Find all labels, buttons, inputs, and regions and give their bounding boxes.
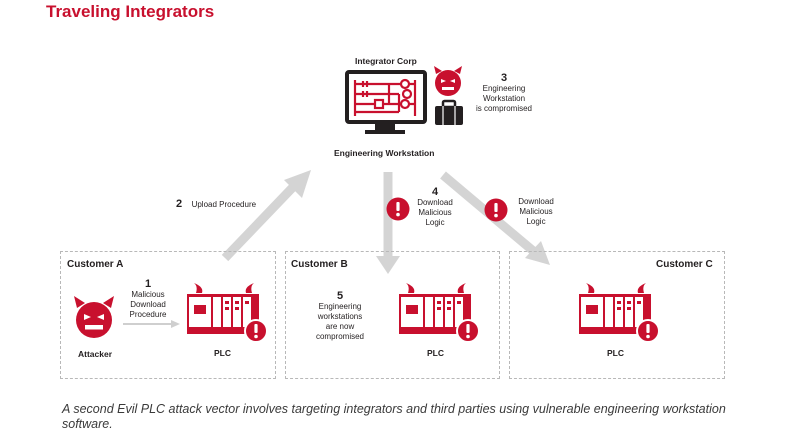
- step-1-line-2: Download: [130, 300, 166, 309]
- customer-a-title: Customer A: [67, 259, 124, 270]
- step-5-line-3: are now: [325, 322, 355, 331]
- step-5-line-2: workstations: [317, 312, 363, 321]
- caption: A second Evil PLC attack vector involves…: [62, 402, 726, 431]
- step-5-number: 5: [336, 290, 344, 302]
- plc-c-label: PLC: [607, 348, 624, 358]
- step-1-line-1: Malicious: [131, 290, 165, 299]
- step-3-line-2: Workstation: [482, 94, 526, 103]
- download-c-line-2: Malicious: [519, 207, 553, 216]
- step-2: 2 Upload Procedure: [176, 194, 256, 212]
- workstation-label: Engineering Workstation: [334, 148, 435, 158]
- plc-c: PLC: [578, 283, 660, 358]
- attacker-label: Attacker: [78, 349, 113, 359]
- step-3-line-1: Engineering: [482, 84, 526, 93]
- download-c-line-3: Logic: [526, 217, 546, 226]
- diagram-title: Traveling Integrators: [46, 2, 215, 21]
- upload-arrow: [221, 170, 311, 262]
- plc-b: PLC: [398, 283, 480, 358]
- step-2-number: 2: [176, 198, 183, 210]
- step-3-number: 3: [500, 72, 508, 84]
- step-1-line-3: Procedure: [129, 310, 167, 319]
- step-5-line-4: compromised: [315, 332, 364, 341]
- procedure-arrow: [123, 320, 180, 328]
- step-1-number: 1: [144, 278, 152, 290]
- step-2-text: Upload Procedure: [191, 200, 257, 209]
- warning-icon: [386, 197, 410, 221]
- download-c-line-1: Download: [518, 197, 554, 206]
- warning-icon: [484, 198, 508, 222]
- step-5: 5 Engineering workstations are now compr…: [300, 290, 380, 342]
- step-4-line-1: Download: [417, 198, 453, 207]
- plc-icon: [187, 283, 268, 343]
- download-c-label: Download Malicious Logic: [510, 197, 562, 227]
- monitor-icon: [345, 70, 427, 134]
- customer-b-box: [285, 251, 500, 379]
- briefcase-icon: [435, 99, 463, 125]
- step-5-line-1: Engineering: [318, 302, 362, 311]
- plc-b-label: PLC: [427, 348, 444, 358]
- customer-b-title: Customer B: [291, 259, 348, 270]
- step-4-number: 4: [431, 186, 439, 198]
- step-4: 4 Download Malicious Logic: [410, 186, 460, 228]
- devil-icon: [434, 66, 462, 96]
- attacker-devil-icon: [74, 296, 114, 338]
- customer-c-box: [509, 251, 725, 379]
- step-3-line-3: is compromised: [475, 104, 532, 113]
- plc-a: PLC: [186, 283, 268, 358]
- step-1: 1 Malicious Download Procedure: [122, 278, 174, 320]
- download-arrow-b: [376, 172, 400, 274]
- step-4-line-3: Logic: [425, 218, 445, 227]
- integrator-name: Integrator Corp: [355, 56, 417, 66]
- step-3: 3 Engineering Workstation is compromised: [466, 72, 542, 114]
- customer-a-box: [60, 251, 276, 379]
- plc-icon: [399, 283, 480, 343]
- plc-icon: [579, 283, 660, 343]
- customer-c-title: Customer C: [656, 259, 713, 270]
- plc-a-label: PLC: [214, 348, 231, 358]
- step-4-line-2: Malicious: [418, 208, 452, 217]
